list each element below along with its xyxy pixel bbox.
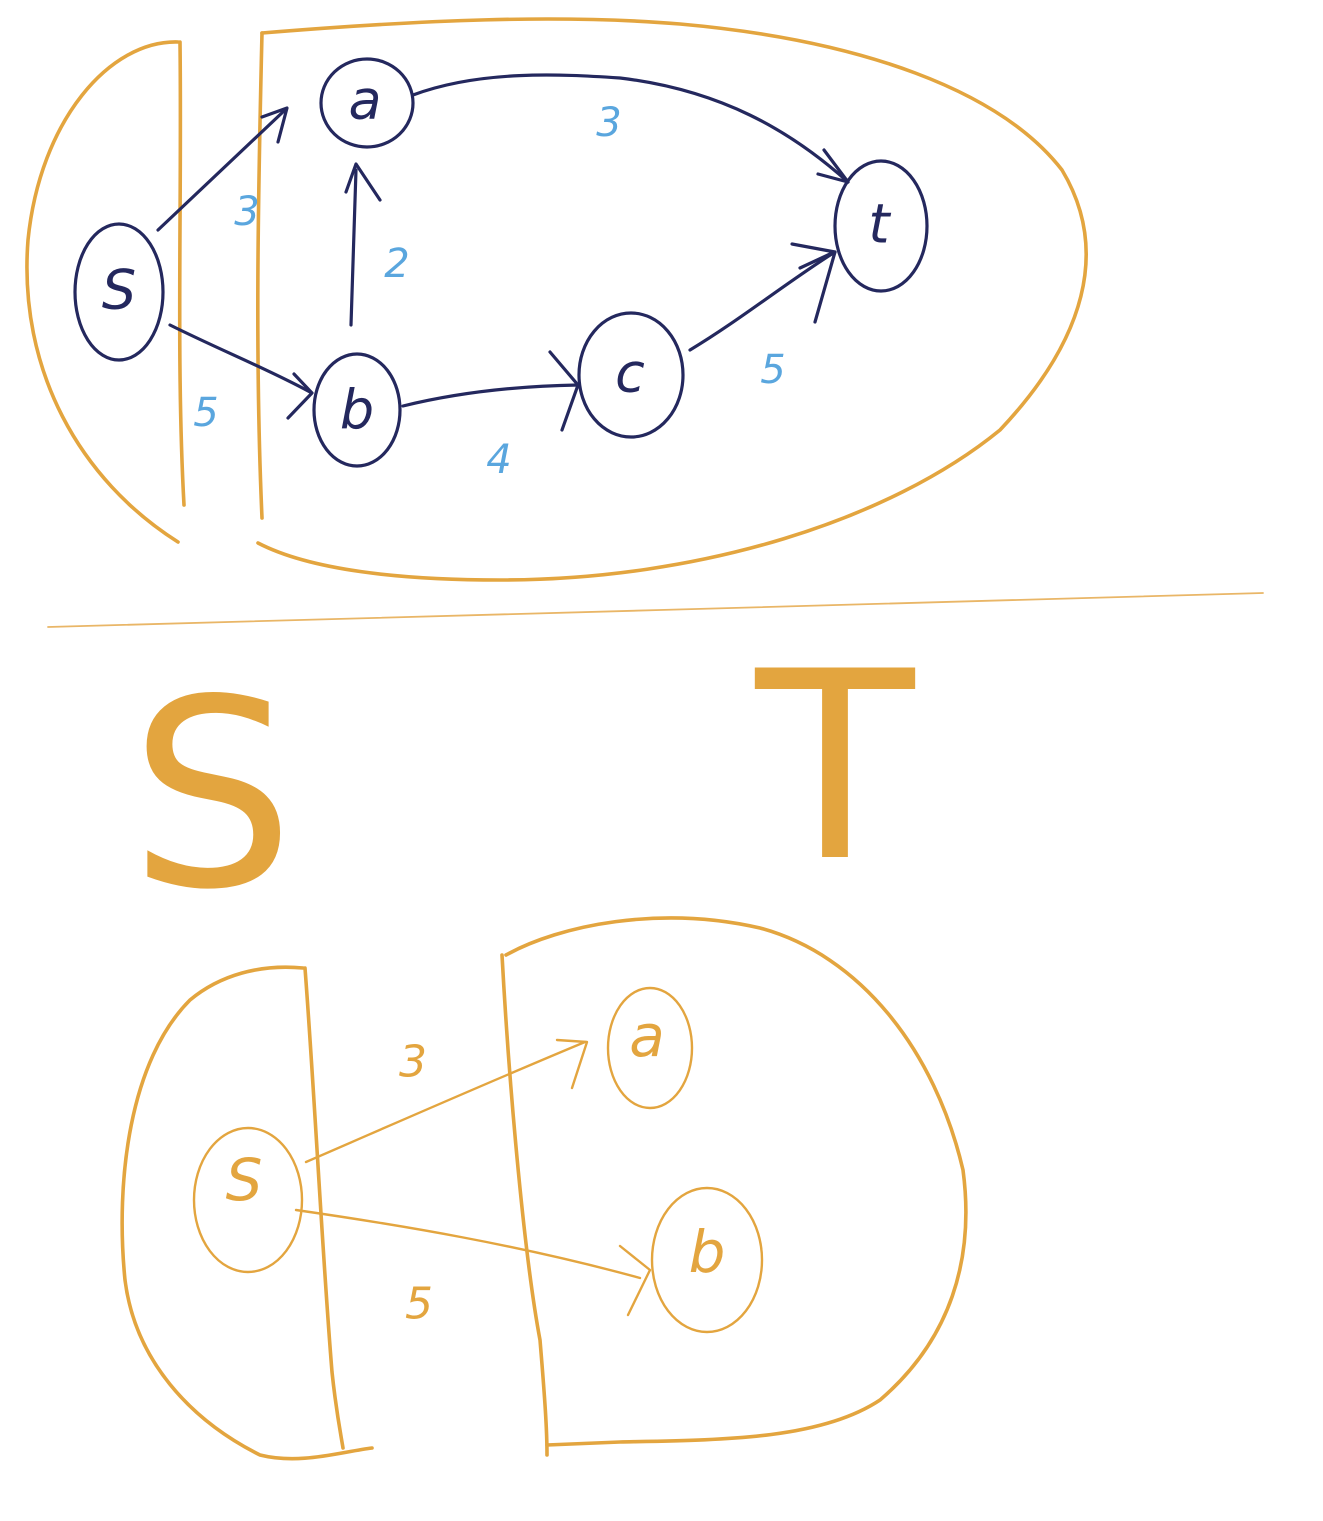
edge-c-t-arrowhead-extra [798,252,832,270]
node-a-label: a [348,69,381,132]
detail-source-region-divider [303,966,345,1450]
detail-node-s-circle [192,1126,304,1274]
node-c-circle [577,311,685,439]
source-region-outline [25,40,180,544]
node-a-circle [319,57,415,149]
detail-node-a-circle [606,986,694,1110]
cut-set-labels: S T [129,617,918,947]
weight-s-b: 5 [193,390,218,436]
source-region-divider [177,40,186,507]
node-t-label: t [868,193,891,256]
edge-s-a-arrowhead [260,106,289,144]
node-s-circle [73,222,165,362]
edge-s-b [168,323,312,394]
node-b-circle [312,352,402,468]
weight-s-a: 3 [234,189,259,235]
edge-c-t-arrowhead [790,242,837,324]
detail-edge-s-a-arrowhead [555,1038,589,1090]
sink-region-divider [256,31,264,520]
detail-weight-s-a: 3 [399,1037,427,1088]
edge-b-a [349,168,358,327]
top-graph-diagram: S a b c t 3 5 2 3 4 5 [25,17,1264,628]
weight-a-t: 3 [596,100,621,146]
edge-c-t [688,250,837,352]
detail-node-s-label: S [226,1146,263,1214]
detail-sink-region-divider [500,953,549,1457]
weight-b-a: 2 [384,241,409,287]
edge-b-c-arrowhead [548,350,580,432]
sink-region-outline [256,17,1088,582]
edge-b-a-arrowhead [344,162,382,202]
detail-sink-region-outline [504,916,968,1447]
node-s-label: S [102,259,136,322]
node-c-label: c [615,342,645,405]
node-t-circle [833,159,929,293]
bottom-cut-diagram: S a b 3 5 [120,916,968,1461]
edge-a-t-arrowhead [816,148,850,184]
edge-b-c [401,383,580,408]
detail-edge-s-a [304,1040,587,1164]
detail-weight-s-b: 5 [405,1279,433,1330]
weight-b-c: 4 [486,437,511,483]
detail-node-a-label: a [629,1002,665,1070]
node-b-label: b [340,379,374,442]
sink-set-label: T [752,617,919,919]
edge-s-a [156,108,287,232]
detail-node-b-label: b [689,1218,726,1286]
detail-source-region-outline [120,965,374,1461]
detail-edge-s-b [294,1208,642,1280]
weight-c-t: 5 [760,347,785,393]
source-set-label: S [129,645,294,947]
edge-s-b-arrowhead [286,372,314,420]
edge-a-t [411,73,850,184]
detail-node-b-circle [650,1186,764,1334]
section-divider-line [47,592,1264,628]
detail-edge-s-b-arrowhead [618,1244,652,1317]
